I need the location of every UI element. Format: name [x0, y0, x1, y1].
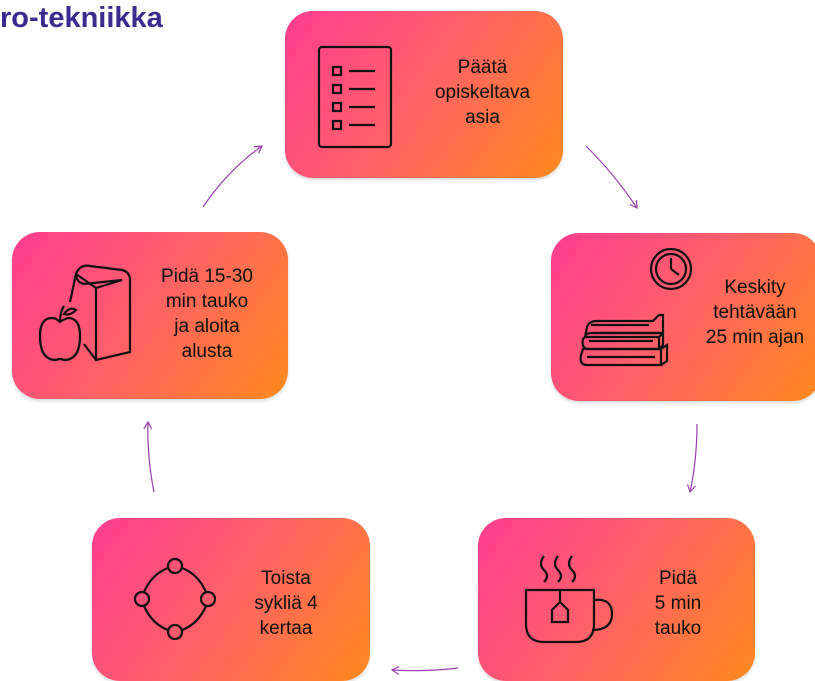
- step-card-long-break: Pidä 15-30 min tauko ja aloita alusta: [12, 232, 288, 399]
- step-card-repeat: Toista sykliä 4 kertaa: [92, 518, 370, 681]
- step-text: Pidä 5 min tauko: [654, 568, 702, 639]
- arrow-step5-to-step1: [202, 145, 263, 208]
- lunch-bag-apple-icon: [38, 264, 132, 362]
- step-card-decide-topic: Päätä opiskeltava asia: [285, 11, 563, 178]
- arrow-step3-to-step4: [390, 665, 459, 675]
- arrow-step4-to-step5: [143, 420, 155, 493]
- books-clock-icon: [579, 247, 693, 367]
- cycle-icon: [133, 557, 217, 641]
- step-text: Päätä opiskeltava asia: [434, 57, 531, 128]
- arrow-step2-to-step3: [687, 423, 698, 494]
- step-card-short-break: Pidä 5 min tauko: [478, 518, 755, 681]
- step-card-focus: Keskity tehtävään 25 min ajan: [551, 233, 815, 401]
- step-text: Keskity tehtävään 25 min ajan: [705, 277, 805, 348]
- step-text: Toista sykliä 4 kertaa: [254, 568, 318, 639]
- tea-cup-icon: [524, 555, 614, 644]
- step-text: Pidä 15-30 min tauko ja aloita alusta: [161, 266, 253, 362]
- diagram-title: ro-tekniikka: [0, 2, 163, 34]
- arrow-step1-to-step2: [585, 145, 638, 210]
- checklist-icon: [317, 45, 393, 149]
